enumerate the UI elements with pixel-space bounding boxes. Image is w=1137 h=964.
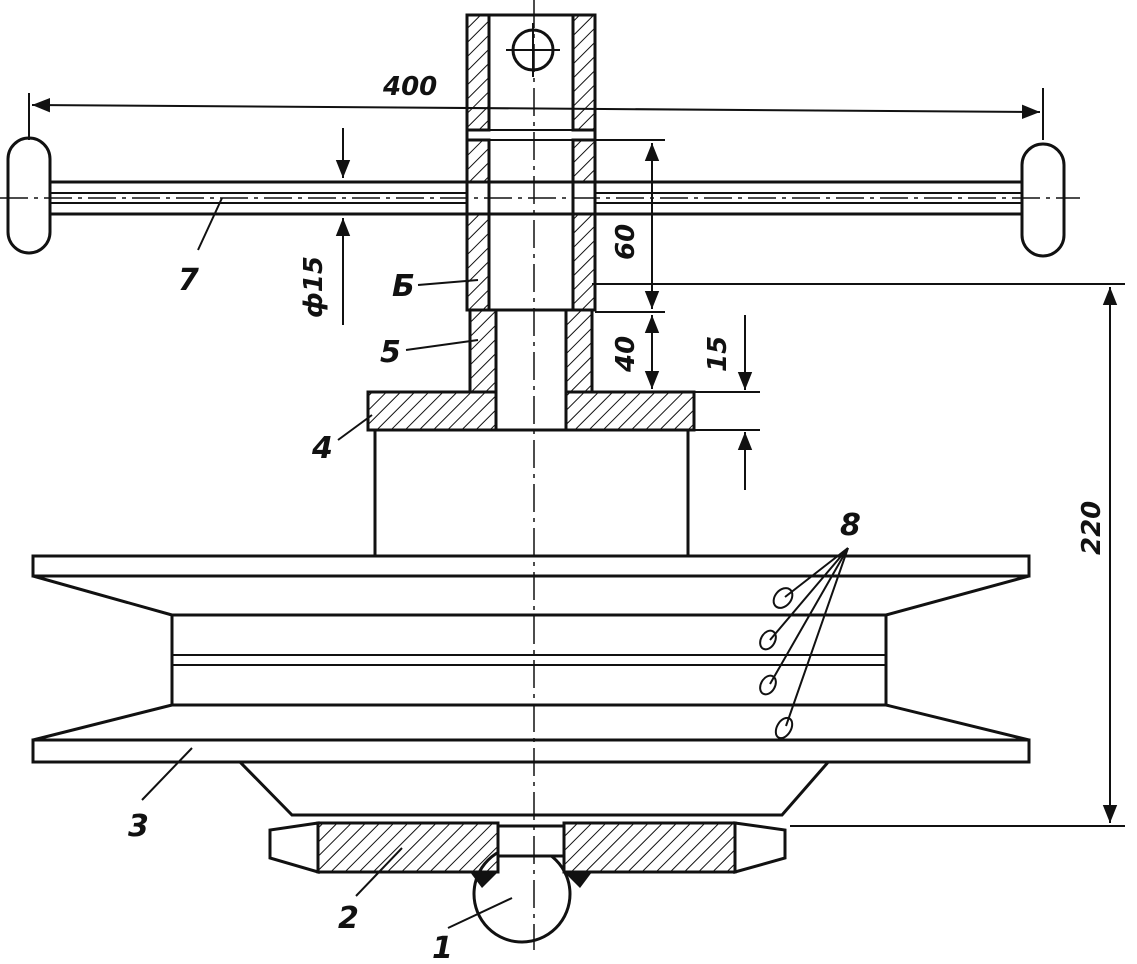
rivet-holes <box>759 547 849 740</box>
crossbar <box>6 136 1066 258</box>
dimension-lines <box>28 88 1125 827</box>
lower-washer <box>268 821 787 888</box>
part-label-7: 7 <box>178 263 199 298</box>
dimension-220: 220 <box>1077 501 1107 555</box>
part-label-8: 8 <box>840 508 861 543</box>
dimension-60: 60 <box>611 224 641 260</box>
part-label-1: 1 <box>432 931 453 964</box>
handle-tube <box>465 13 597 312</box>
upper-flange <box>366 390 696 432</box>
part-label-5: 5 <box>380 335 401 370</box>
dimension-40: 40 <box>611 336 641 373</box>
part-label-3: 3 <box>128 809 149 844</box>
part-label-4: 4 <box>311 431 333 466</box>
dimension-15: 15 <box>703 336 733 372</box>
dimension-diameter-15: ф15 <box>299 256 329 318</box>
part-label-2: 2 <box>338 901 359 936</box>
pulley <box>31 428 1031 817</box>
part-label-6: Б <box>392 269 415 304</box>
dimension-400: 400 <box>382 72 437 102</box>
leader-lines <box>141 197 513 929</box>
